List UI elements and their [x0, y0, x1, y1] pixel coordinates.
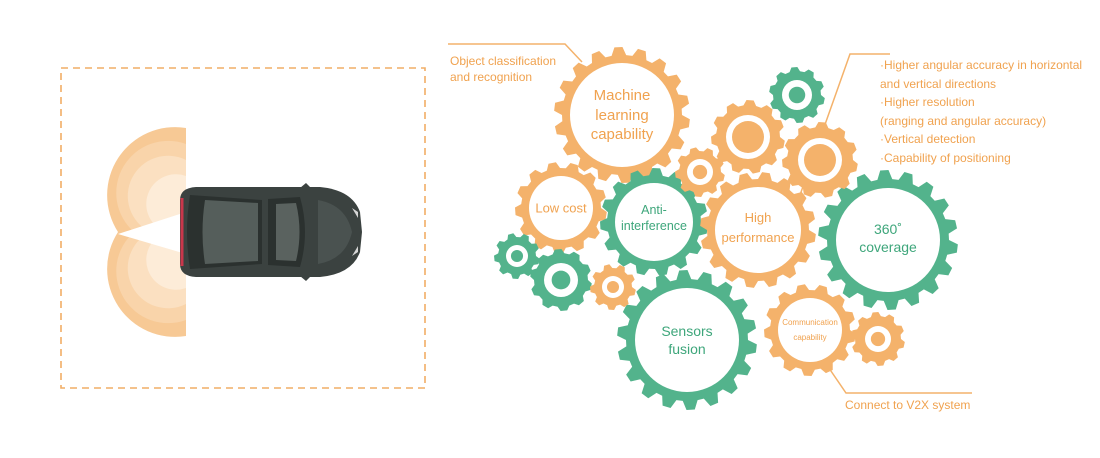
annotation-line: and vertical directions — [880, 76, 997, 91]
small-orange-gear-mid-core — [692, 164, 708, 180]
annotation-line: ·Higher angular accuracy in horizontal — [880, 58, 1083, 72]
annotation-line: and recognition — [450, 70, 533, 85]
gear-label-high-performance: High performance — [721, 209, 795, 245]
gear-label-low-cost: Low cost — [535, 200, 587, 216]
small-orange-gear-right-lower — [851, 312, 905, 366]
low-cost-gear — [515, 162, 607, 254]
gear-label-anti-interference: Anti- interference — [620, 202, 687, 233]
small-orange-gear-right-core — [804, 144, 836, 176]
sensors-fusion-gear-hub — [635, 288, 739, 392]
small-green-gear-left-core — [510, 249, 524, 263]
leader-line-object-classification — [448, 43, 583, 63]
small-orange-gear-lower-core — [606, 280, 620, 294]
high-performance-gear — [700, 172, 816, 288]
small-orange-gear-right-lower-core — [870, 331, 886, 347]
small-green-gear-left-lower-core — [551, 270, 571, 290]
small-orange-gear-right — [782, 122, 858, 198]
sensors-fusion-gear — [617, 270, 757, 410]
car-top-view — [180, 183, 362, 281]
annotation-line: ·Vertical detection — [880, 132, 976, 147]
annotation-v2x: Connect to V2X system — [845, 398, 971, 412]
gear-label-machine-learning: Machine learning capability — [590, 86, 654, 143]
small-orange-gear-lower — [590, 264, 636, 310]
small-orange-gear-top — [711, 100, 785, 174]
radar-wave-lower — [107, 232, 186, 337]
annotation-performance-points: ·Higher angular accuracy in horizontal a… — [880, 56, 1082, 168]
dashed-frame — [60, 67, 426, 389]
high-performance-gear-hub — [715, 187, 801, 273]
coverage-360-gear-hub — [836, 188, 940, 292]
anti-interference-gear-hub — [615, 183, 693, 261]
small-orange-gear-top-core — [732, 121, 764, 153]
machine-learning-gear — [554, 47, 690, 183]
annotation-object-classification: Object classification and recognition — [450, 53, 556, 85]
small-green-gear-top — [769, 67, 825, 123]
radar-wave-upper — [107, 127, 186, 232]
annotation-line: Object classification — [450, 54, 557, 68]
low-cost-gear-hub — [529, 176, 593, 240]
machine-learning-gear-hub — [570, 63, 674, 167]
small-green-gear-top-core — [788, 86, 806, 104]
gear-label-360-coverage: 360˚ coverage — [859, 220, 917, 255]
small-green-gear-left-lower — [530, 249, 592, 311]
gear-label-sensors-fusion: Sensors fusion — [661, 322, 713, 357]
communication-gear-hub — [778, 298, 842, 362]
small-orange-gear-mid — [675, 147, 725, 197]
annotation-line: ·Higher resolution — [880, 95, 975, 110]
small-green-gear-left — [494, 233, 540, 279]
communication-gear — [764, 284, 856, 376]
leader-line-v2x — [819, 354, 972, 394]
annotation-line: ·Capability of positioning — [880, 150, 1011, 165]
radar-gap — [118, 212, 186, 254]
annotation-line: (ranging and angular accuracy) — [880, 113, 1047, 128]
coverage-360-gear — [818, 170, 958, 310]
gear-label-communication: Communication capability — [782, 317, 838, 342]
anti-interference-gear — [600, 168, 708, 276]
